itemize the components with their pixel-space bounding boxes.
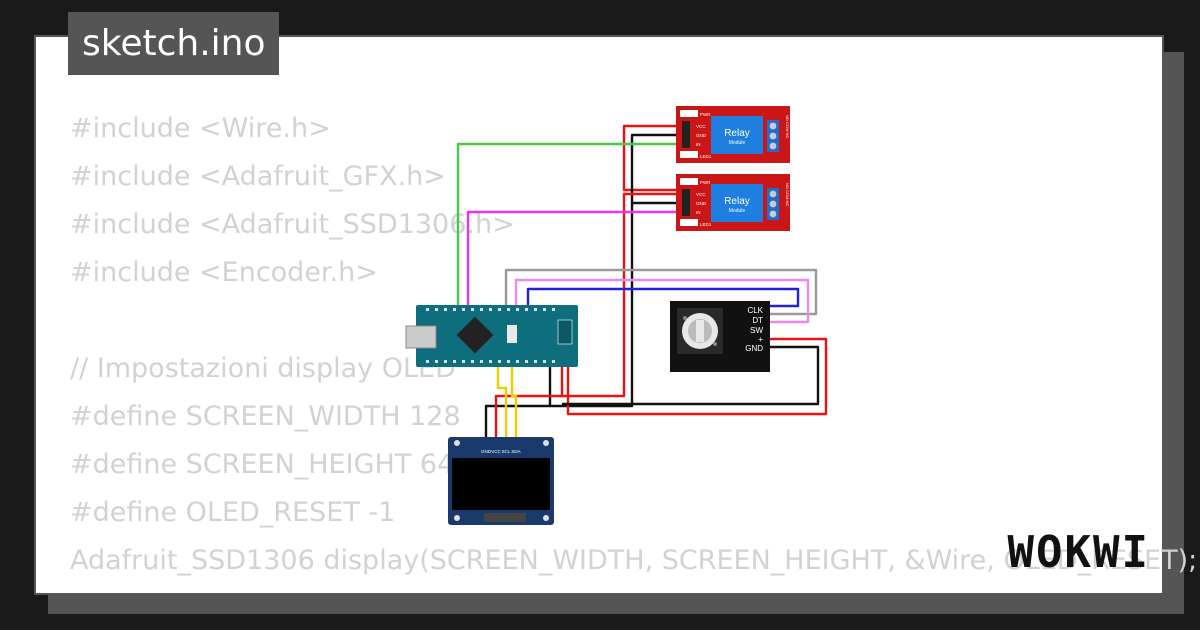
svg-text:NO COM NC: NO COM NC [785,115,790,138]
code-line: #include <Wire.h> [70,113,331,144]
svg-text:IN: IN [696,210,701,215]
wire-green-relay1-in [456,142,688,308]
wire-pink-encoder-dt [514,278,810,324]
wire-red-relay2-vcc [560,192,688,398]
svg-text:NO COM NC: NO COM NC [785,183,790,206]
svg-text:SCL: SCL [502,449,511,454]
relay-module-1[interactable]: Relay Module PWR LED1 VCC GND IN NO COM … [676,106,790,163]
relay2-sub: Module [729,208,746,214]
wire-red-encoder-vcc [566,337,828,416]
wire-black-oled-gnd [484,404,550,442]
svg-text:DT: DT [752,316,763,325]
wire-red-relay1-vcc [622,124,688,192]
svg-text:PWR: PWR [700,112,711,117]
wire-yellow-oled-sda [510,366,518,442]
wire-black-encoder-gnd [562,345,820,406]
svg-text:LED1: LED1 [700,222,712,227]
svg-text:LED1: LED1 [700,154,712,159]
svg-text:GND: GND [696,133,707,138]
code-line: #define SCREEN_WIDTH 128 [70,401,461,432]
code-card: #include <Wire.h> #include <Adafruit_GFX.… [34,35,1197,595]
code-preview: #include <Wire.h> #include <Adafruit_GFX.… [70,105,1197,585]
relay2-label: Relay [724,196,750,207]
svg-text:VCC: VCC [491,449,501,454]
wire-gray-encoder-clk [504,268,818,316]
svg-text:VCC: VCC [696,192,706,197]
svg-text:+: + [758,335,763,344]
code-line: #include <Encoder.h> [70,257,378,288]
svg-text:SW: SW [750,326,763,335]
rotary-encoder[interactable]: CLK DT SW + GND [670,301,770,372]
svg-text:PWR: PWR [700,180,711,185]
relay1-sub: Module [729,140,746,146]
oled-display[interactable]: GND VCC SCL SDA [448,437,554,525]
code-line: #define OLED_RESET -1 [70,497,396,528]
svg-text:GND: GND [481,449,492,454]
wokwi-logo: WOKWI [1007,527,1150,578]
wire-yellow-oled-scl [496,366,508,442]
wire-red-oled-vcc [494,394,562,442]
svg-text:CLK: CLK [747,306,763,315]
code-line: #define SCREEN_HEIGHT 64 [70,449,455,480]
code-line: #include <Adafruit_GFX.h> [70,161,446,192]
svg-text:GND: GND [745,344,763,353]
svg-text:SDA: SDA [511,449,520,454]
svg-text:GND: GND [696,201,707,206]
wire-black-relay1-gnd [548,133,688,408]
relay1-label: Relay [724,128,750,139]
relay-module-2[interactable]: Relay Module PWR LED1 VCC GND IN NO COM … [676,174,790,231]
wire-blue-encoder-sw [526,287,800,308]
arduino-nano[interactable] [405,305,578,367]
svg-text:IN: IN [696,142,701,147]
wire-magenta-relay2-in [466,210,688,308]
filename-tab[interactable]: sketch.ino [68,12,280,75]
svg-text:VCC: VCC [696,124,706,129]
code-line: #include <Adafruit_SSD1306.h> [70,209,515,240]
code-line: Adafruit_SSD1306 display(SCREEN_WIDTH, S… [70,545,1198,576]
